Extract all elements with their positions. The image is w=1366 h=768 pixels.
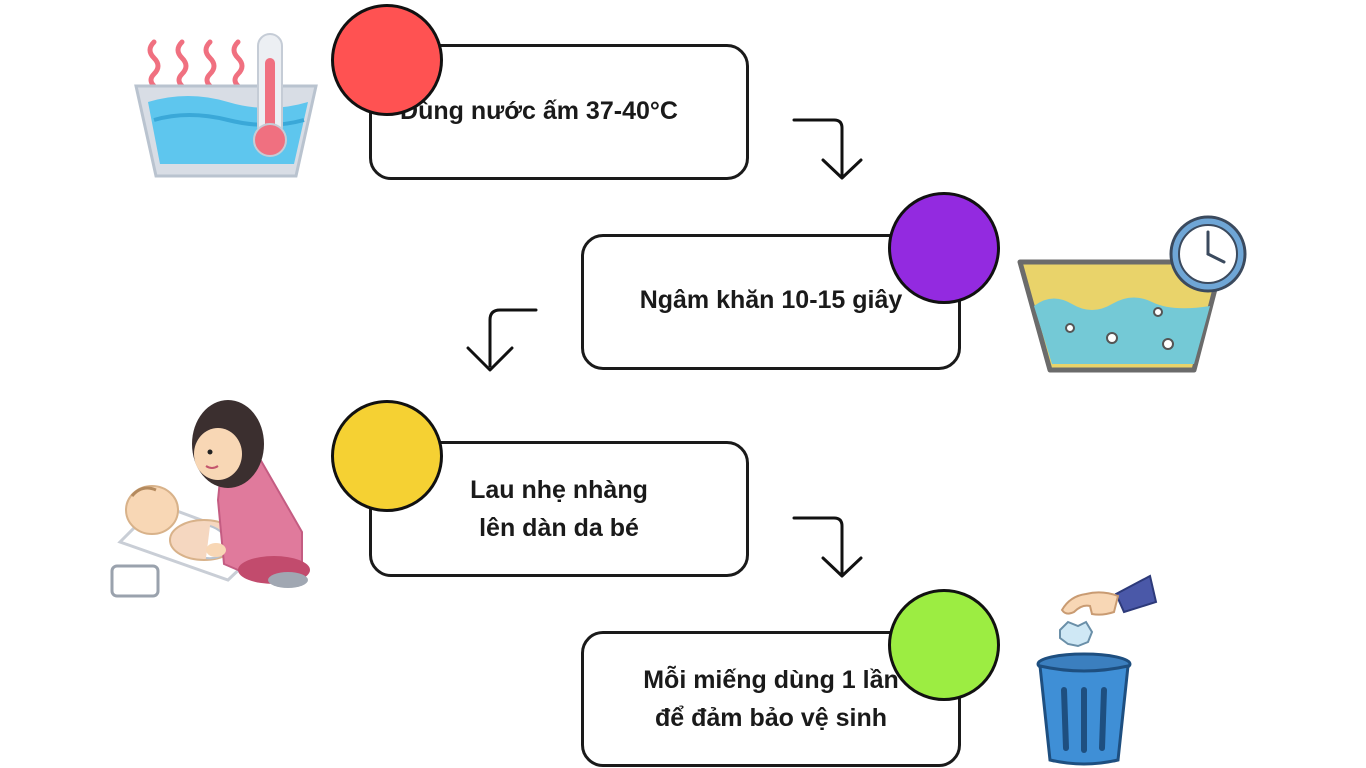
step-2-marker xyxy=(888,192,1000,304)
step-4-text-line-2: để đảm bảo vệ sinh xyxy=(654,704,887,732)
mother-wiping-baby-icon xyxy=(110,400,310,598)
soaking-basin-clock-icon xyxy=(1017,215,1247,373)
step-2-box: Ngâm khăn 10-15 giây xyxy=(581,234,961,370)
step-2-text: Ngâm khăn 10-15 giây xyxy=(639,286,903,314)
arrow-down-right-1-icon xyxy=(792,118,863,180)
step-1-marker xyxy=(331,4,443,116)
step-3-marker xyxy=(331,400,443,512)
step-1-text: Dùng nước ấm 37-40°C xyxy=(400,97,678,125)
arrow-down-left-icon xyxy=(466,308,538,372)
warm-water-basin-thermometer-icon xyxy=(134,33,318,178)
trash-bin-disposal-icon xyxy=(1036,574,1158,766)
step-1-box: Dùng nước ấm 37-40°C xyxy=(369,44,749,180)
step-3-text-line-1: Lau nhẹ nhàng xyxy=(470,476,648,504)
step-4-text-line-1: Mỗi miếng dùng 1 lần xyxy=(643,666,899,694)
step-4-marker xyxy=(888,589,1000,701)
step-3-text-line-2: lên dàn da bé xyxy=(479,514,639,542)
arrow-down-right-2-icon xyxy=(792,516,863,578)
